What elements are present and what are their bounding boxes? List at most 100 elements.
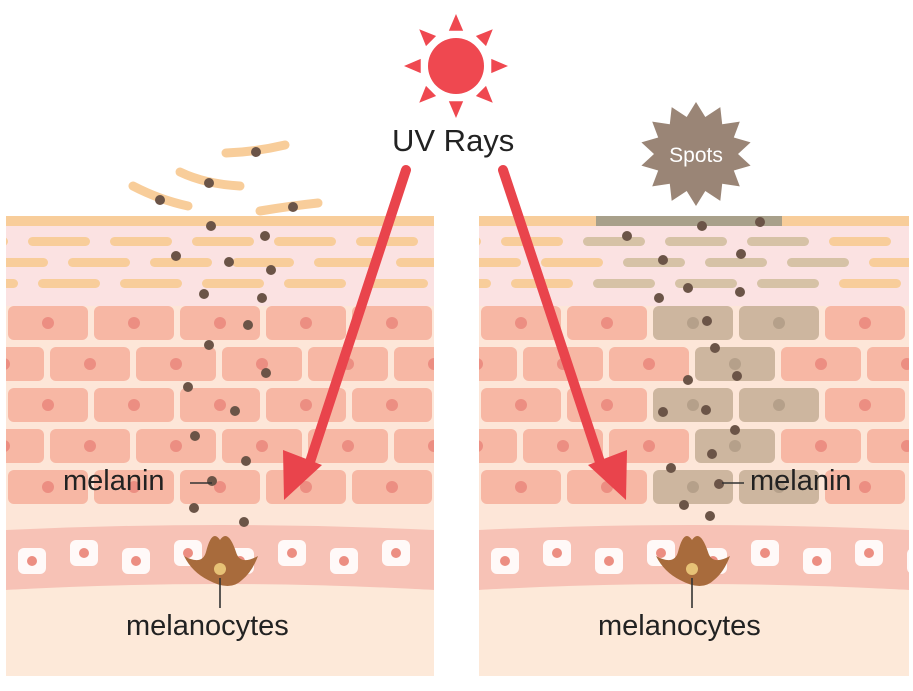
uv-rays-label: UV Rays bbox=[392, 123, 515, 158]
melanin-dots-right bbox=[622, 217, 765, 521]
basal-nucleus bbox=[339, 556, 349, 566]
melanin-dot bbox=[710, 343, 720, 353]
cell-nucleus bbox=[601, 317, 613, 329]
melanin-dot bbox=[730, 425, 740, 435]
cell-nucleus bbox=[428, 358, 434, 370]
cell-nucleus bbox=[687, 481, 699, 493]
cell-nucleus bbox=[84, 440, 96, 452]
stratum-flake bbox=[665, 237, 727, 246]
stratum-flake bbox=[623, 258, 685, 267]
cell-nucleus bbox=[859, 317, 871, 329]
cell-nucleus bbox=[859, 399, 871, 411]
cell-nucleus bbox=[84, 358, 96, 370]
stratum-flake bbox=[747, 237, 809, 246]
melanin-dot bbox=[224, 257, 234, 267]
cell-nucleus bbox=[901, 358, 909, 370]
melanin-dot bbox=[230, 406, 240, 416]
uv-arrow-right bbox=[498, 165, 627, 500]
basal-nucleus bbox=[131, 556, 141, 566]
melanin-dot bbox=[701, 405, 711, 415]
cell-nucleus bbox=[6, 440, 10, 452]
melanocytes-label-right: melanocytes bbox=[598, 610, 761, 642]
cell-nucleus bbox=[557, 440, 569, 452]
skin-cell bbox=[867, 429, 909, 463]
skin-cell bbox=[0, 470, 2, 504]
stratum-flakes-left bbox=[6, 237, 434, 288]
cell-nucleus bbox=[859, 481, 871, 493]
cell-nucleus bbox=[42, 399, 54, 411]
cell-nucleus bbox=[773, 399, 785, 411]
cell-nucleus bbox=[128, 481, 140, 493]
basal-nucleus bbox=[27, 556, 37, 566]
cell-nucleus bbox=[428, 440, 434, 452]
cell-nucleus bbox=[479, 440, 483, 452]
sun-ray bbox=[419, 29, 437, 47]
melanin-dots-left bbox=[171, 221, 276, 527]
melanin-dot bbox=[189, 503, 199, 513]
melanin-dot bbox=[714, 479, 724, 489]
basal-nucleus bbox=[760, 548, 770, 558]
basal-nucleus bbox=[604, 556, 614, 566]
melanin-dot bbox=[679, 500, 689, 510]
stratum-flake bbox=[593, 279, 655, 288]
skin-cell bbox=[867, 347, 909, 381]
skin-cells-right bbox=[479, 306, 909, 504]
sun-ray bbox=[491, 58, 508, 74]
sun-ray bbox=[404, 58, 421, 74]
melanin-dot bbox=[736, 249, 746, 259]
stratum-flake bbox=[787, 258, 849, 267]
stratum-flake bbox=[705, 258, 767, 267]
stratum-flake bbox=[479, 258, 521, 267]
stratum-flake bbox=[541, 258, 603, 267]
uv-arrow-left bbox=[283, 165, 411, 500]
basal-nucleus bbox=[287, 548, 297, 558]
cell-nucleus bbox=[300, 481, 312, 493]
melanin-dot bbox=[755, 217, 765, 227]
melanin-label-left: melanin bbox=[63, 465, 165, 497]
cell-nucleus bbox=[515, 399, 527, 411]
melanin-dot bbox=[658, 407, 668, 417]
stratum-flake bbox=[583, 237, 645, 246]
cell-nucleus bbox=[386, 399, 398, 411]
stratum-flake bbox=[284, 279, 346, 288]
cell-nucleus bbox=[42, 317, 54, 329]
skin-cell bbox=[394, 429, 434, 463]
basal-nucleus bbox=[183, 548, 193, 558]
melanocyte-icon bbox=[656, 536, 730, 608]
cell-nucleus bbox=[515, 317, 527, 329]
cell-nucleus bbox=[687, 317, 699, 329]
cell-nucleus bbox=[214, 317, 226, 329]
cell-nucleus bbox=[42, 481, 54, 493]
stratum-flake bbox=[314, 258, 376, 267]
cell-nucleus bbox=[128, 317, 140, 329]
cell-nucleus bbox=[643, 440, 655, 452]
melanin-dot bbox=[260, 231, 270, 241]
melanin-dot bbox=[732, 371, 742, 381]
stratum-flake bbox=[120, 279, 182, 288]
melanin-dot bbox=[702, 316, 712, 326]
sun-ray bbox=[475, 29, 493, 47]
cell-nucleus bbox=[214, 399, 226, 411]
sun-ray bbox=[419, 85, 437, 103]
stratum-flake bbox=[6, 279, 18, 288]
cell-nucleus bbox=[815, 358, 827, 370]
stratum-flake bbox=[68, 258, 130, 267]
spots-label: Spots bbox=[669, 144, 723, 167]
melanin-dot bbox=[199, 289, 209, 299]
melanin-dot bbox=[735, 287, 745, 297]
cell-nucleus bbox=[128, 399, 140, 411]
basal-nucleus bbox=[79, 548, 89, 558]
melanocyte-icon bbox=[184, 536, 258, 608]
cell-nucleus bbox=[386, 481, 398, 493]
melanin-dot bbox=[257, 293, 267, 303]
melanin-dot bbox=[697, 221, 707, 231]
cell-nucleus bbox=[601, 399, 613, 411]
cell-nucleus bbox=[773, 317, 785, 329]
melanin-dot bbox=[622, 231, 632, 241]
melanin-dot bbox=[666, 463, 676, 473]
melanin-dot bbox=[243, 320, 253, 330]
stratum-flake bbox=[829, 237, 891, 246]
stratum-flake bbox=[202, 279, 264, 288]
sun-icon bbox=[404, 14, 508, 118]
cell-nucleus bbox=[643, 358, 655, 370]
